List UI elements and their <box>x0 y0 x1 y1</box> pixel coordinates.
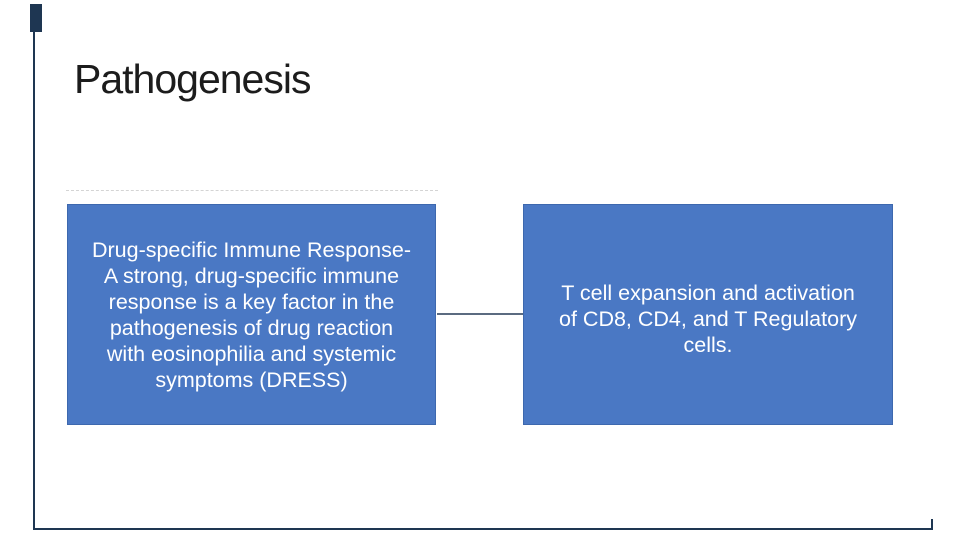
frame-left-line <box>33 4 35 530</box>
frame-end-tick <box>931 519 933 530</box>
frame-bottom-line <box>33 528 933 530</box>
diagram-box-right: T cell expansion and activation of CD8, … <box>523 204 893 425</box>
slide-title: Pathogenesis <box>74 56 311 102</box>
diagram-box-left: Drug-specific Immune Response- A strong,… <box>67 204 436 425</box>
diagram-box-right-text: T cell expansion and activation of CD8, … <box>559 280 857 357</box>
frame-corner-tab <box>30 4 42 32</box>
connector-line <box>437 313 523 315</box>
diagram-box-left-text: Drug-specific Immune Response- A strong,… <box>91 237 412 392</box>
faint-guide-line <box>66 190 438 191</box>
